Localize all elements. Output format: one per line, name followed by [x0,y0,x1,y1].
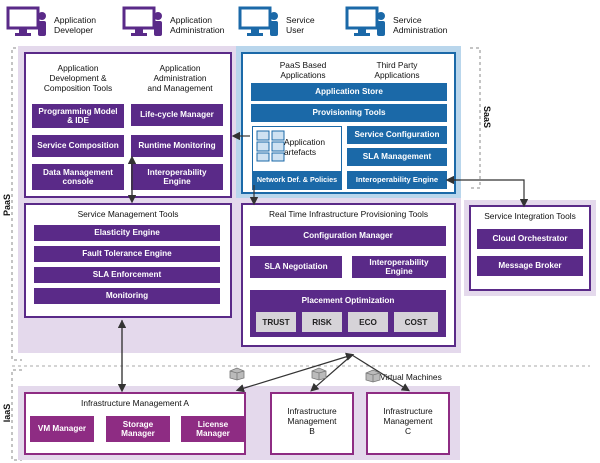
message-broker-box[interactable]: Message Broker [477,256,583,276]
paas-based-applications-heading: PaaS Based Applications [279,60,327,80]
user-label: Application Administration [170,14,225,35]
saas-interoperability-engine-box[interactable]: Interoperability Engine [347,171,447,189]
user-application-administration: Application Administration [122,6,224,43]
admin-user-icon [122,6,164,43]
cloud-orchestrator-box[interactable]: Cloud Orchestrator [477,229,583,249]
user-label: Service Administration [393,14,448,35]
sla-negotiation-box[interactable]: SLA Negotiation [250,256,342,278]
cost-box[interactable]: COST [394,312,438,332]
eco-box[interactable]: ECO [348,312,388,332]
storage-manager-box[interactable]: Storage Manager [106,416,170,442]
infrastructure-management-b-label: Infrastructure Management B [287,406,337,436]
placement-optimization-label: Placement Optimization [301,296,395,305]
realtime-interoperability-engine-box[interactable]: Interoperability Engine [352,256,446,278]
virtual-machine-icon [365,369,381,388]
interoperability-engine-box[interactable]: Interoperability Engine [131,164,223,190]
monitoring-box[interactable]: Monitoring [34,288,220,304]
service-user-icon [238,6,280,43]
virtual-machines-label: Virtual Machines [380,372,442,382]
user-label: Application Developer [54,14,97,35]
realtime-provisioning-heading: Real Time Infrastructure Provisioning To… [268,209,429,219]
user-label: Service User [286,14,315,35]
infrastructure-management-c-panel [366,392,450,455]
virtual-machine-icon [311,367,327,386]
runtime-monitoring-box[interactable]: Runtime Monitoring [131,135,223,157]
data-management-console-box[interactable]: Data Management console [32,164,124,190]
service-management-heading: Service Management Tools [77,209,179,219]
elasticity-engine-box[interactable]: Elasticity Engine [34,225,220,241]
admin-tools-heading: Application Administration and Managemen… [147,63,213,93]
vm-manager-box[interactable]: VM Manager [30,416,94,442]
network-def-policies-box[interactable]: Network Def. & Policies [252,171,342,189]
service-composition-box[interactable]: Service Composition [32,135,124,157]
user-application-developer: Application Developer [6,6,96,43]
fault-tolerance-engine-box[interactable]: Fault Tolerance Engine [34,246,220,262]
life-cycle-manager-box[interactable]: Life-cycle Manager [131,104,223,126]
service-integration-heading: Service Integration Tools [484,211,576,221]
programming-model-ide-box[interactable]: Programming Model & IDE [32,104,124,128]
infrastructure-management-a-heading: Infrastructure Management A [81,398,189,408]
user-service-administration: Service Administration [345,6,447,43]
application-store-box[interactable]: Application Store [251,83,447,101]
service-admin-user-icon [345,6,387,43]
trust-box[interactable]: TRUST [256,312,296,332]
user-service-user: Service User [238,6,315,43]
infrastructure-management-c-label: Infrastructure Management C [383,406,433,436]
artefacts-grid-icon [256,130,286,167]
risk-box[interactable]: RISK [302,312,342,332]
developer-user-icon [6,6,48,43]
third-party-applications-heading: Third Party Applications [374,60,420,80]
application-artefacts-label: Application artefacts [284,137,325,157]
provisioning-tools-box[interactable]: Provisioning Tools [251,104,447,122]
dev-tools-heading: Application Development & Composition To… [43,63,113,93]
sla-enforcement-box[interactable]: SLA Enforcement [34,267,220,283]
sla-management-box[interactable]: SLA Management [347,148,447,166]
service-configuration-box[interactable]: Service Configuration [347,126,447,144]
virtual-machine-icon [229,367,245,386]
license-manager-box[interactable]: License Manager [181,416,245,442]
configuration-manager-box[interactable]: Configuration Manager [250,226,446,246]
infrastructure-management-b-panel [270,392,354,455]
